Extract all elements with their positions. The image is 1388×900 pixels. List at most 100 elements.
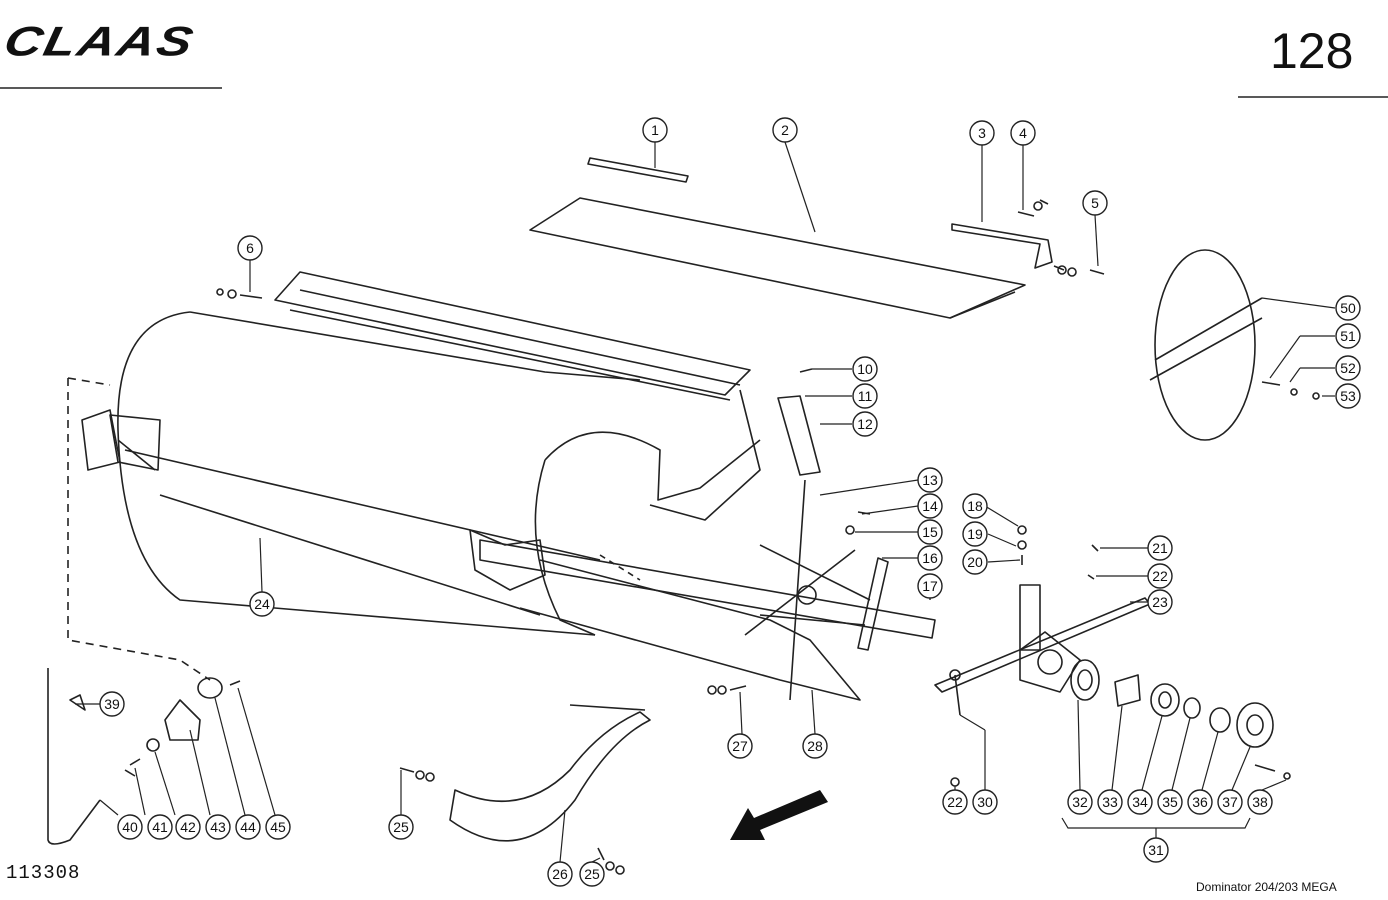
callout-circle xyxy=(727,733,753,759)
callout-label: 44 xyxy=(240,819,256,835)
callout-51: 51 xyxy=(1335,323,1361,349)
callout-circle xyxy=(1187,789,1213,815)
callout-circle xyxy=(175,814,201,840)
callout-circle xyxy=(265,814,291,840)
callout-label: 50 xyxy=(1340,300,1356,316)
callout-circle xyxy=(1067,789,1093,815)
callout-37: 37 xyxy=(1217,789,1243,815)
callout-22: 22 xyxy=(942,789,968,815)
callout-3: 3 xyxy=(969,120,995,146)
callout-14: 14 xyxy=(917,493,943,519)
callout-circle xyxy=(117,814,143,840)
callout-33: 33 xyxy=(1097,789,1123,815)
callout-label: 53 xyxy=(1340,388,1356,404)
callout-5: 5 xyxy=(1082,190,1108,216)
callout-44: 44 xyxy=(235,814,261,840)
callout-16: 16 xyxy=(917,545,943,571)
callout-circle xyxy=(972,789,998,815)
callout-31: 31 xyxy=(1143,837,1169,863)
callout-circle xyxy=(1010,120,1036,146)
callout-circle xyxy=(772,117,798,143)
callout-label: 16 xyxy=(922,550,938,566)
callout-circle xyxy=(962,493,988,519)
callout-label: 42 xyxy=(180,819,196,835)
callout-circle xyxy=(1127,789,1153,815)
callout-circle xyxy=(1082,190,1108,216)
callout-circle xyxy=(642,117,668,143)
callout-15: 15 xyxy=(917,519,943,545)
callout-label: 52 xyxy=(1340,360,1356,376)
callout-53: 53 xyxy=(1335,383,1361,409)
callout-label: 26 xyxy=(552,866,568,882)
callout-label: 33 xyxy=(1102,794,1118,810)
callout-label: 12 xyxy=(857,416,873,432)
callout-circle xyxy=(1247,789,1273,815)
callout-circle xyxy=(1147,535,1173,561)
callout-38: 38 xyxy=(1247,789,1273,815)
callout-circle xyxy=(388,814,414,840)
callout-circle xyxy=(969,120,995,146)
callout-circle xyxy=(1335,355,1361,381)
callout-52: 52 xyxy=(1335,355,1361,381)
callout-label: 11 xyxy=(858,388,873,404)
callout-25: 25 xyxy=(579,861,605,887)
callout-circle xyxy=(147,814,173,840)
callout-13: 13 xyxy=(917,467,943,493)
callout-circle xyxy=(1335,383,1361,409)
callout-label: 20 xyxy=(967,554,983,570)
callout-label: 5 xyxy=(1091,195,1099,211)
callout-circle xyxy=(962,521,988,547)
model-label: Dominator 204/203 MEGA xyxy=(1196,880,1337,894)
callout-circle xyxy=(917,519,943,545)
callout-32: 32 xyxy=(1067,789,1093,815)
callout-label: 32 xyxy=(1072,794,1088,810)
callout-35: 35 xyxy=(1157,789,1183,815)
callout-22: 22 xyxy=(1147,563,1173,589)
callout-1: 1 xyxy=(642,117,668,143)
callout-label: 24 xyxy=(254,596,270,612)
callout-circle xyxy=(1335,323,1361,349)
callout-label: 22 xyxy=(1152,568,1168,584)
callout-circle xyxy=(1097,789,1123,815)
callout-label: 4 xyxy=(1019,125,1027,141)
callout-label: 25 xyxy=(393,819,409,835)
callout-24: 24 xyxy=(249,591,275,617)
callout-label: 38 xyxy=(1252,794,1268,810)
callout-circle xyxy=(1143,837,1169,863)
callout-26: 26 xyxy=(547,861,573,887)
callout-circle xyxy=(1147,563,1173,589)
callout-21: 21 xyxy=(1147,535,1173,561)
callout-circle xyxy=(235,814,261,840)
callout-19: 19 xyxy=(962,521,988,547)
callout-circle xyxy=(579,861,605,887)
callout-label: 15 xyxy=(922,524,938,540)
part-drawings xyxy=(47,157,1320,875)
callout-label: 3 xyxy=(978,125,986,141)
callout-12: 12 xyxy=(852,411,878,437)
callout-circle xyxy=(917,493,943,519)
callout-circle xyxy=(205,814,231,840)
callout-20: 20 xyxy=(962,549,988,575)
callout-label: 18 xyxy=(967,498,983,514)
callout-label: 21 xyxy=(1152,540,1168,556)
callout-18: 18 xyxy=(962,493,988,519)
callout-27: 27 xyxy=(727,733,753,759)
callout-label: 41 xyxy=(152,819,168,835)
callout-label: 27 xyxy=(732,738,748,754)
callout-label: 22 xyxy=(947,794,963,810)
callout-label: 31 xyxy=(1148,842,1164,858)
callout-17: 17 xyxy=(917,573,943,599)
callout-circle xyxy=(1217,789,1243,815)
callout-label: 23 xyxy=(1152,594,1168,610)
callout-circle xyxy=(852,356,878,382)
callout-circle xyxy=(852,411,878,437)
callout-30: 30 xyxy=(972,789,998,815)
callout-circle xyxy=(917,545,943,571)
callout-34: 34 xyxy=(1127,789,1153,815)
callout-42: 42 xyxy=(175,814,201,840)
callout-39: 39 xyxy=(99,691,125,717)
frame-lines xyxy=(0,87,1388,98)
callout-circle xyxy=(802,733,828,759)
callout-40: 40 xyxy=(117,814,143,840)
